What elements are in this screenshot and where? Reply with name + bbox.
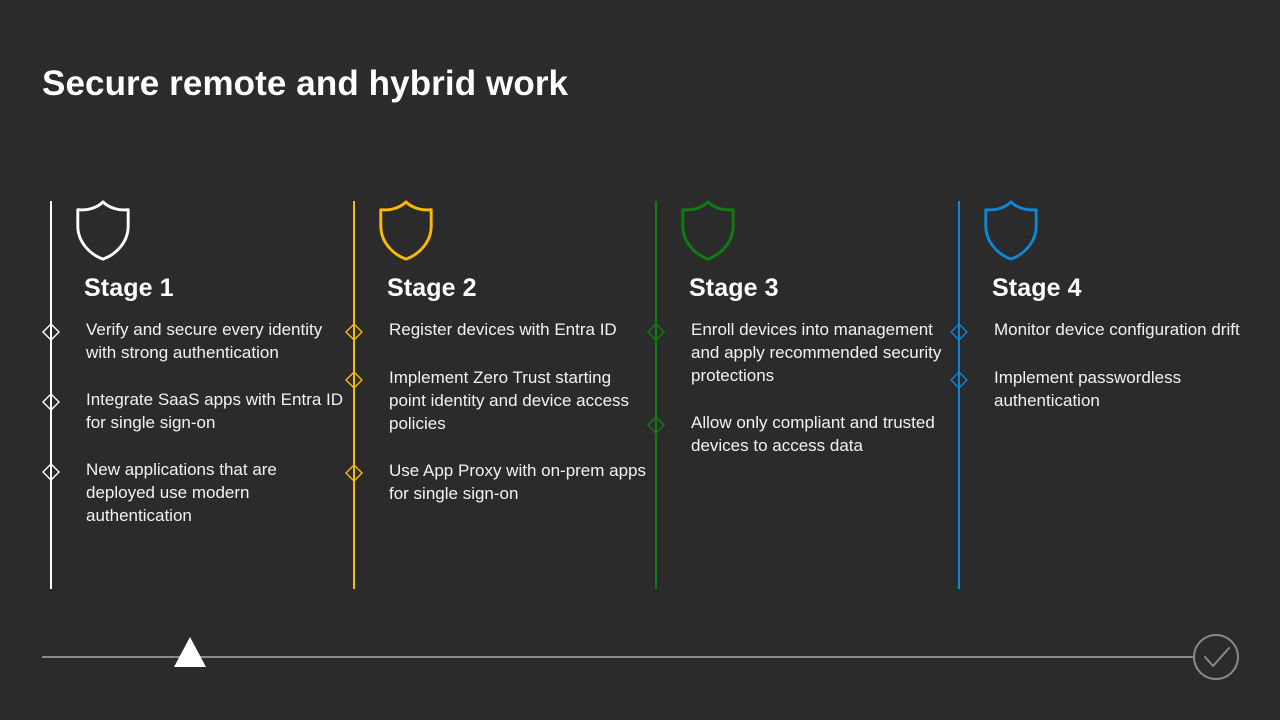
list-item-text: Verify and secure every identity with st…: [86, 320, 323, 362]
stage-column-4: Stage 4 Monitor device configuration drif…: [950, 200, 1260, 590]
diamond-bullet-icon: [646, 322, 666, 342]
diamond-bullet-icon: [949, 370, 969, 390]
stage-column-2: Stage 2 Register devices with Entra ID Imp…: [345, 200, 655, 590]
stage-column-3: Stage 3 Enroll devices into management an…: [647, 200, 957, 590]
list-item-text: Use App Proxy with on-prem apps for sing…: [389, 461, 647, 503]
stage-heading-3: Stage 3: [689, 274, 779, 302]
diamond-bullet-icon: [41, 322, 61, 342]
triangle-marker-icon[interactable]: [174, 637, 206, 667]
stage-rail-3: [655, 201, 657, 589]
diamond-bullet-icon: [646, 415, 666, 435]
shield-icon: [377, 200, 435, 262]
list-item: Integrate SaaS apps with Entra ID for si…: [42, 388, 352, 434]
shield-icon: [679, 200, 737, 262]
list-item-text: Implement Zero Trust starting point iden…: [389, 368, 630, 433]
list-item-text: Allow only compliant and trusted devices…: [691, 413, 935, 455]
list-item-text: Implement passwordless authentication: [994, 368, 1182, 410]
diamond-bullet-icon: [344, 322, 364, 342]
list-item: Monitor device configuration drift: [950, 318, 1260, 342]
diamond-bullet-icon: [344, 370, 364, 390]
shield-icon: [982, 200, 1040, 262]
list-item-text: Register devices with Entra ID: [389, 320, 617, 339]
list-item: Register devices with Entra ID: [345, 318, 655, 342]
list-item-text: Enroll devices into management and apply…: [691, 320, 942, 385]
stage-column-1: Stage 1 Verify and secure every identity …: [42, 200, 352, 590]
stage-rail-4: [958, 201, 960, 589]
diamond-bullet-icon: [41, 392, 61, 412]
diamond-bullet-icon: [949, 322, 969, 342]
list-item: Allow only compliant and trusted devices…: [647, 411, 957, 457]
list-item-text: Monitor device configuration drift: [994, 320, 1240, 339]
stage-rail-2: [353, 201, 355, 589]
list-item: Implement passwordless authentication: [950, 366, 1260, 412]
stage-heading-1: Stage 1: [84, 274, 174, 302]
stage-heading-4: Stage 4: [992, 274, 1082, 302]
page-title: Secure remote and hybrid work: [42, 64, 569, 103]
list-item: Implement Zero Trust starting point iden…: [345, 366, 655, 435]
check-icon: [1204, 647, 1230, 667]
list-item: New applications that are deployed use m…: [42, 458, 352, 527]
list-item-text: New applications that are deployed use m…: [86, 460, 277, 525]
stage-item-list-1: Verify and secure every identity with st…: [42, 318, 352, 551]
list-item-text: Integrate SaaS apps with Entra ID for si…: [86, 390, 344, 432]
list-item: Verify and secure every identity with st…: [42, 318, 352, 364]
stage-item-list-2: Register devices with Entra ID Implement …: [345, 318, 655, 529]
check-circle-icon[interactable]: [1193, 634, 1239, 680]
stage-heading-2: Stage 2: [387, 274, 477, 302]
list-item: Use App Proxy with on-prem apps for sing…: [345, 459, 655, 505]
diamond-bullet-icon: [344, 463, 364, 483]
shield-icon: [74, 200, 132, 262]
stage-rail-1: [50, 201, 52, 589]
stage-item-list-3: Enroll devices into management and apply…: [647, 318, 957, 481]
list-item: Enroll devices into management and apply…: [647, 318, 957, 387]
diamond-bullet-icon: [41, 462, 61, 482]
